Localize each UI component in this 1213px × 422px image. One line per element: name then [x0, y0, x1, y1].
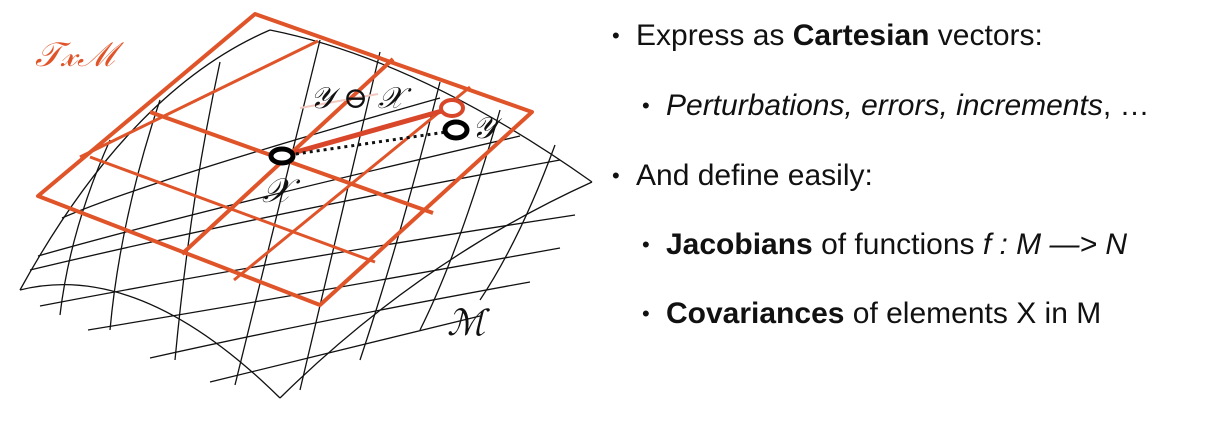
- bullet-dot: •: [642, 93, 650, 118]
- bullet-text-bold: Cartesian: [792, 19, 930, 52]
- bullet-covariances: • Covariances of elements X in M: [642, 296, 1101, 332]
- tangent-vector: [279, 106, 452, 159]
- bullet-cartesian: • Express as Cartesian vectors:: [612, 18, 1043, 54]
- bullet-text-middle: of functions: [812, 228, 983, 261]
- bullet-text-suffix: , …: [1102, 89, 1150, 122]
- bullet-text-suffix: vectors:: [929, 19, 1043, 52]
- difference-connector: [299, 93, 379, 109]
- point-x-marker: [268, 146, 296, 166]
- bullet-dot: •: [642, 301, 650, 326]
- manifold-grid: [19, 29, 593, 399]
- point-y-tangent-marker: [439, 98, 465, 118]
- bullet-dot: •: [642, 232, 650, 257]
- tangent-space-label: 𝒯𝓍ℳ: [35, 35, 124, 75]
- point-y-marker: [442, 119, 470, 141]
- bullet-text: And define easily:: [636, 159, 873, 192]
- bullet-perturbations: • Perturbations, errors, increments, …: [642, 88, 1150, 124]
- bullet-text-bold: Covariances: [666, 297, 845, 330]
- bullet-jacobians: • Jacobians of functions f : M —> N: [642, 227, 1127, 263]
- bullet-dot: •: [612, 163, 620, 188]
- point-x-label: 𝒳: [262, 171, 301, 211]
- bullet-text-italic: f : M —> N: [982, 228, 1128, 261]
- bullet-dot: •: [612, 23, 620, 48]
- bullet-text-suffix: of elements X in M: [844, 297, 1102, 330]
- bullet-text-italic: Perturbations, errors, increments: [666, 89, 1103, 122]
- bullet-text-bold: Jacobians: [666, 228, 813, 261]
- manifold-diagram: 𝒯𝓍ℳ 𝒴 ⊖ 𝒳 𝒴 𝒳 ℳ: [19, 12, 593, 399]
- difference-label: 𝒴 ⊖ 𝒳: [310, 81, 412, 116]
- manifold-label: ℳ: [447, 303, 490, 344]
- geodesic-path: [281, 129, 454, 158]
- bullet-define-easily: • And define easily:: [612, 158, 873, 194]
- bullet-text-prefix: Express as: [636, 19, 793, 52]
